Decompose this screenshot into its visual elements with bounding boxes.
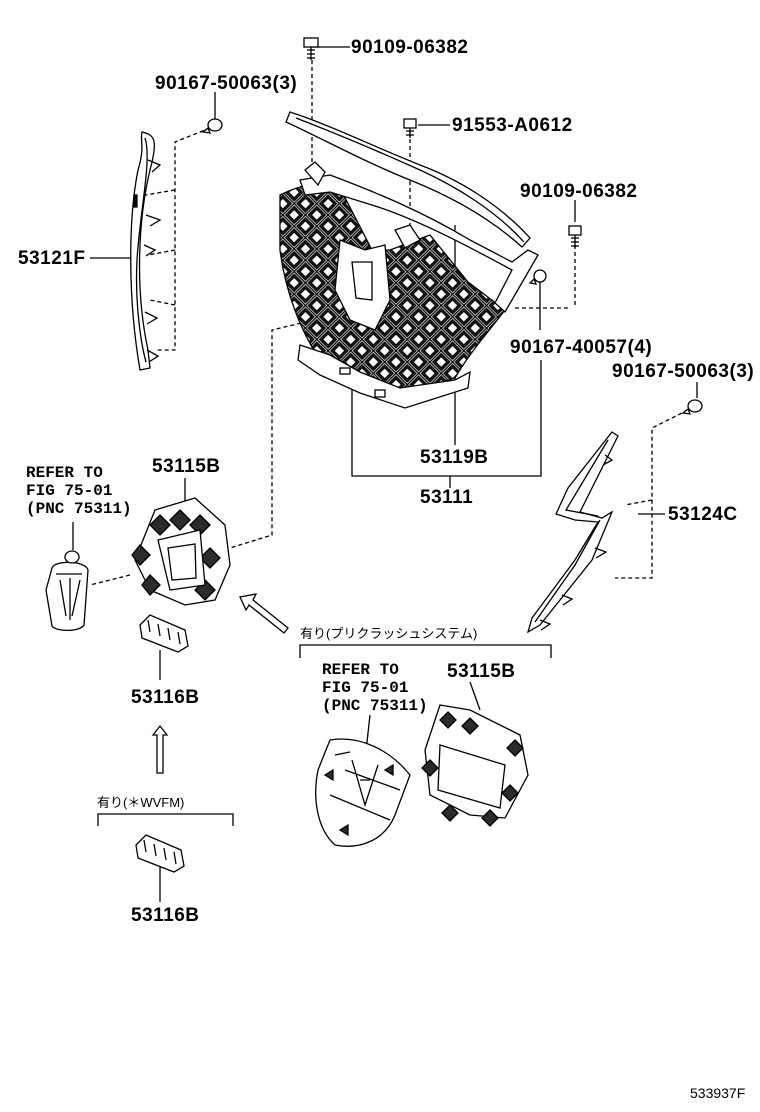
bracket-upper-part [139, 614, 189, 653]
side-molding-right-part [526, 431, 619, 634]
lower-grille-right-part [421, 704, 529, 827]
condition-wvfm: 有り(＊WVFM) [97, 795, 185, 810]
clip-center-icon [528, 269, 547, 285]
label-side-molding-left: 53121F [18, 248, 86, 269]
refer-left-line2: FIG 75-01 [26, 482, 113, 500]
refer-center-line2: FIG 75-01 [322, 679, 409, 697]
label-bracket-a: 53116B [131, 687, 200, 708]
lower-grille-left-part [131, 497, 231, 606]
radiator-grille-part [279, 111, 539, 409]
refer-left-line3: (PNC 75311) [26, 500, 132, 518]
label-side-molding-right: 53124C [668, 504, 738, 525]
refer-center-line1: REFER TO [322, 661, 399, 679]
label-bolt-top: 90109-06382 [351, 37, 469, 58]
bolt-right-icon [568, 225, 582, 248]
figure-number: 533937F [690, 1085, 746, 1101]
clip-right-icon [681, 399, 703, 415]
label-lower-grille-b: 53115B [447, 661, 516, 682]
dashed-guides [89, 60, 689, 586]
label-clip-left: 90167-50063(3) [155, 73, 298, 94]
arrow-diagonal-icon [239, 593, 289, 634]
label-clip-center: 90167-40057(4) [510, 337, 653, 358]
clip-left-icon [201, 118, 223, 134]
label-bracket-b: 53116B [131, 905, 200, 926]
refer-center-line3: (PNC 75311) [322, 697, 428, 715]
label-bolt-mid: 91553-A0612 [452, 115, 573, 136]
refer-left-line1: REFER TO [26, 464, 103, 482]
condition-precrash: 有り(プリクラッシュシステム) [300, 626, 478, 641]
label-bolt-right: 90109-06382 [520, 181, 638, 202]
label-radiator-grille-assy: 53111 [420, 487, 474, 508]
arrow-up-icon [151, 724, 169, 774]
refer-note-center: REFER TO FIG 75-01 (PNC 75311) [322, 661, 428, 715]
bolt-top-icon [303, 37, 319, 60]
emblem-left-part [45, 550, 89, 632]
label-clip-right: 90167-50063(3) [612, 361, 755, 382]
refer-note-left: REFER TO FIG 75-01 (PNC 75311) [26, 464, 132, 518]
label-lower-grille-a: 53115B [152, 456, 221, 477]
bolt-mid-icon [403, 118, 417, 138]
emblem-center-part [315, 738, 411, 847]
bracket-lower-part [135, 834, 185, 873]
side-molding-left-part [130, 131, 162, 371]
label-radiator-grille-sub: 53119B [420, 447, 489, 468]
